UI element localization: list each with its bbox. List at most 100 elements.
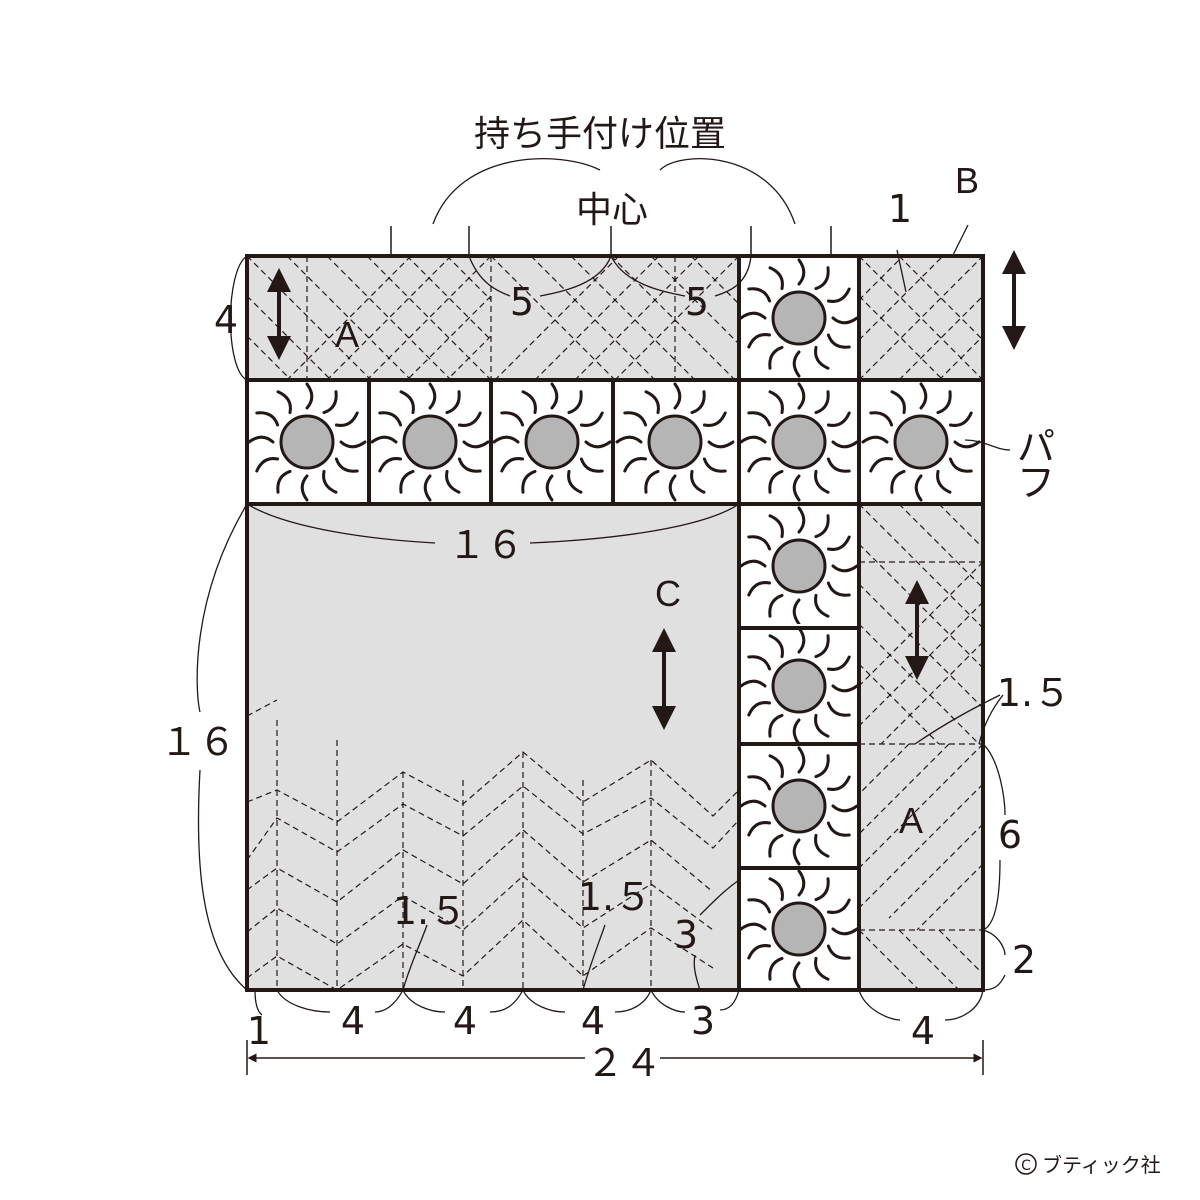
- puff-fold-line: [826, 898, 851, 914]
- puff-block: [247, 380, 367, 504]
- puff-fold-line: [948, 411, 973, 427]
- puff-center: [279, 414, 335, 470]
- puff-fold-line: [797, 258, 806, 286]
- dim-row-width: １６: [448, 523, 524, 567]
- puff-block: [739, 504, 859, 628]
- puff-fold-line: [814, 514, 830, 539]
- puff-fold-line: [644, 390, 660, 415]
- puff-fold-line: [339, 440, 367, 449]
- puff-fold-line: [305, 382, 314, 410]
- puff-fold-line: [768, 634, 784, 659]
- center-label: 中心: [576, 190, 648, 231]
- puff-fold-line: [567, 469, 583, 494]
- dim-left-height: １６: [160, 720, 236, 764]
- dim-left-4: 4: [214, 298, 238, 342]
- puff-fold-line: [550, 382, 559, 410]
- puff-fold-line: [768, 390, 784, 415]
- handle-position-title: 持ち手付け位置: [474, 114, 726, 155]
- puff-fold-line: [445, 469, 461, 494]
- handle-position-ticks: [390, 226, 832, 256]
- puff-fold-line: [276, 390, 292, 415]
- puff-fold-line: [255, 457, 280, 473]
- dim-top-5-left: 5: [510, 280, 534, 324]
- puff-fold-line: [826, 775, 851, 791]
- puff-fold-line: [623, 457, 648, 473]
- puff-fold-line: [690, 469, 706, 494]
- puff-fold-line: [747, 898, 772, 914]
- puff-fold-line: [378, 457, 403, 473]
- puff-center: [402, 414, 458, 470]
- puff-fold-line: [322, 469, 338, 494]
- puff-fold-line: [623, 411, 648, 427]
- puff-fold-line: [747, 411, 772, 427]
- puff-fold-line: [797, 869, 806, 897]
- puff-block: [861, 380, 981, 504]
- puff-fold-line: [668, 474, 677, 502]
- puff-fold-line: [826, 411, 851, 427]
- puff-fold-line: [826, 701, 851, 717]
- puff-fold-line: [334, 457, 359, 473]
- puff-fold-line: [768, 514, 784, 539]
- puff-fold-line: [702, 457, 727, 473]
- puff-fold-line: [797, 382, 806, 410]
- puff-fold-line: [768, 713, 784, 738]
- puff-fold-line: [814, 713, 830, 738]
- puff-fold-line: [814, 956, 830, 981]
- dim-bottom-3: 3: [691, 999, 715, 1043]
- puff-fold-line: [276, 469, 292, 494]
- copyright: C ブティック社: [1015, 1153, 1161, 1177]
- dim-bottom-4b: 4: [453, 999, 477, 1043]
- puff-fold-line: [500, 457, 525, 473]
- quilting-lines-a-top: [247, 256, 739, 380]
- dim-top-1: 1: [888, 187, 912, 231]
- puff-center: [647, 414, 703, 470]
- puff-fold-line: [747, 944, 772, 960]
- puff-block: [615, 380, 735, 504]
- puff-fold-line: [521, 390, 537, 415]
- puff-fold-line: [914, 474, 923, 502]
- dim-right-2: 2: [1012, 938, 1036, 982]
- puff-fold-line: [919, 382, 928, 410]
- grain-arrows: [267, 250, 1026, 730]
- puff-fold-line: [747, 655, 772, 671]
- puff-fold-line: [747, 457, 772, 473]
- dim-bottom-4a: 4: [341, 999, 365, 1043]
- quilting-lines-a-right: [859, 504, 983, 990]
- puff-fold-line: [826, 655, 851, 671]
- puff-fold-line: [890, 390, 906, 415]
- puff-fold-line: [826, 333, 851, 349]
- puff-fold-line: [831, 564, 859, 573]
- puff-block: [739, 624, 859, 748]
- puff-fold-line: [702, 411, 727, 427]
- puff-fold-line: [792, 961, 801, 989]
- puff-center: [771, 778, 827, 834]
- puff-fold-line: [747, 287, 772, 303]
- puff-fold-line: [948, 457, 973, 473]
- puff-label-pa: パ: [1017, 425, 1055, 469]
- copyright-text: ブティック社: [1042, 1153, 1161, 1177]
- puff-blocks: [247, 256, 981, 991]
- puff-fold-line: [768, 593, 784, 618]
- puff-center: [524, 414, 580, 470]
- copyright-icon: [1015, 1153, 1037, 1175]
- puff-fold-line: [739, 922, 767, 931]
- puff-fold-line: [814, 754, 830, 779]
- puff-center: [771, 290, 827, 346]
- puff-fold-line: [739, 679, 767, 688]
- puff-fold-line: [826, 535, 851, 551]
- patch-label-b: B: [955, 160, 979, 201]
- puff-center: [771, 538, 827, 594]
- copyright-c-glyph: C: [1021, 1158, 1031, 1174]
- dim-bottom-1: 1: [247, 1009, 271, 1053]
- puff-fold-line: [792, 838, 801, 866]
- puff-fold-line: [861, 435, 889, 444]
- puff-fold-line: [768, 469, 784, 494]
- patch-label-c: C: [655, 573, 681, 614]
- patch-label-a-top: A: [335, 314, 359, 355]
- puff-fold-line: [936, 390, 952, 415]
- puff-fold-line: [797, 626, 806, 654]
- puff-fold-line: [792, 350, 801, 378]
- puff-fold-line: [579, 411, 604, 427]
- dim-inner-3: 3: [674, 913, 698, 957]
